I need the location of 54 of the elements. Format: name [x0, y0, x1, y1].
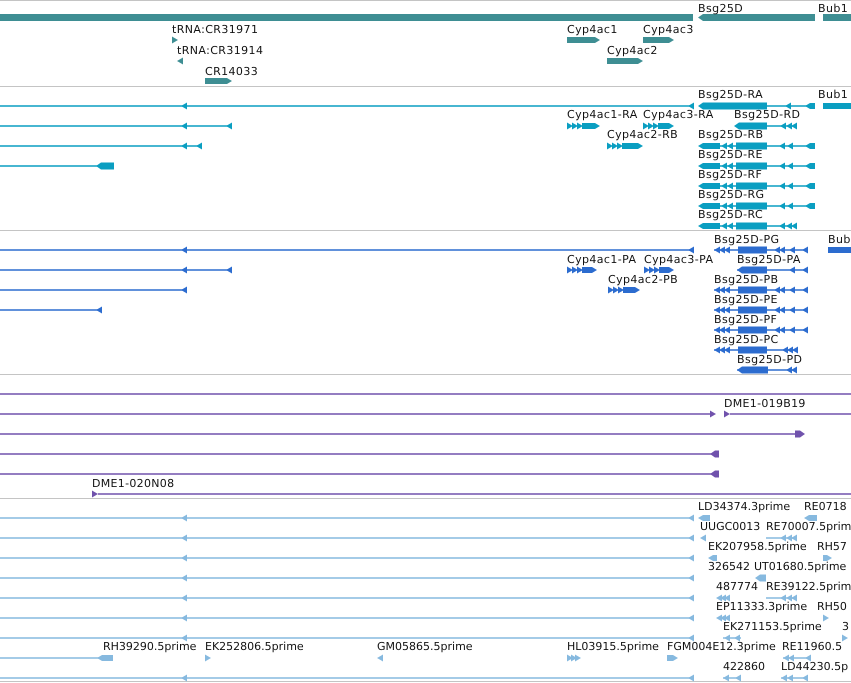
feature-label: 422860: [723, 660, 765, 673]
feature-label: Bsg25D-RF: [698, 168, 762, 181]
feature-label: tRNA:CR31914: [177, 44, 264, 57]
feature-label: RE0718: [804, 500, 847, 513]
feature-label: Cyp4ac1-RA: [567, 108, 638, 121]
feature-label: Bsg25D-PD: [737, 353, 802, 366]
feature-label: Bsg25D-RC: [698, 208, 764, 221]
feature-label: Bsg25D-PB: [714, 273, 778, 286]
feature-label: Bsg25D-RG: [698, 188, 764, 201]
feature-label: RE11960.5: [782, 640, 842, 653]
feature-label: tRNA:CR31971: [172, 23, 258, 36]
feature-label: RH39290.5prime: [103, 640, 196, 653]
feature-label: DME1-020N08: [92, 477, 174, 490]
feature-label: Bsg25D-PF: [714, 313, 778, 326]
feature-label: 326542: [708, 560, 750, 573]
feature-label: Cyp4ac2-PB: [608, 273, 678, 286]
feature-label: Bsg25D-PC: [714, 333, 779, 346]
feature-label: Cyp4ac3-RA: [643, 108, 714, 121]
feature-label: UT01680.5prime: [754, 560, 846, 573]
feature-label: LD44230.5p: [781, 660, 848, 673]
feature-label: EK252806.5prime: [205, 640, 304, 653]
feature-label: Cyp4ac1-PA: [567, 253, 636, 266]
feature-label: Bsg25D-PG: [714, 233, 780, 246]
feature-label: HL03915.5prime: [567, 640, 659, 653]
feature-label: EK207958.5prime: [708, 540, 807, 553]
feature-label: RH57: [817, 540, 847, 553]
feature-label: RE70007.5prim: [766, 520, 851, 533]
feature-label: FGM004E12.3prime: [667, 640, 776, 653]
feature-label: EP11333.3prime: [716, 600, 808, 613]
feature-label: 487774: [716, 580, 758, 593]
feature-label: Cyp4ac3-PA: [644, 253, 714, 266]
feature-label: Bsg25D-RD: [734, 108, 800, 121]
feature-label: Cyp4ac1: [567, 23, 618, 36]
feature-label: RH50: [817, 600, 847, 613]
feature-label: DME1-019B19: [724, 397, 806, 410]
feature-label: Bub1: [818, 2, 848, 15]
feature-label: Cyp4ac2: [607, 44, 658, 57]
feature-label: RE39122.5prim: [766, 580, 851, 593]
feature-label: EK271153.5prime: [723, 620, 822, 633]
feature-label: GM05865.5prime: [377, 640, 473, 653]
feature-label: Bsg25D-PE: [714, 293, 778, 306]
feature-label: Bsg25D-PA: [737, 253, 801, 266]
feature-label: Bsg25D-RE: [698, 148, 763, 161]
feature-label: Bsg25D-RA: [698, 88, 764, 101]
feature-label: Bub1: [818, 88, 848, 101]
feature-label: CR14033: [205, 65, 258, 78]
feature-label: Cyp4ac3: [643, 23, 694, 36]
feature-label: Bub: [828, 233, 851, 246]
feature-label: Cyp4ac2-RB: [607, 128, 678, 141]
feature-label: Bsg25D: [698, 2, 744, 15]
feature-label: 3: [842, 620, 849, 633]
feature-label: Bsg25D-RB: [698, 128, 764, 141]
feature-label: UUGC0013: [700, 520, 760, 533]
feature-label: LD34374.3prime: [698, 500, 790, 513]
